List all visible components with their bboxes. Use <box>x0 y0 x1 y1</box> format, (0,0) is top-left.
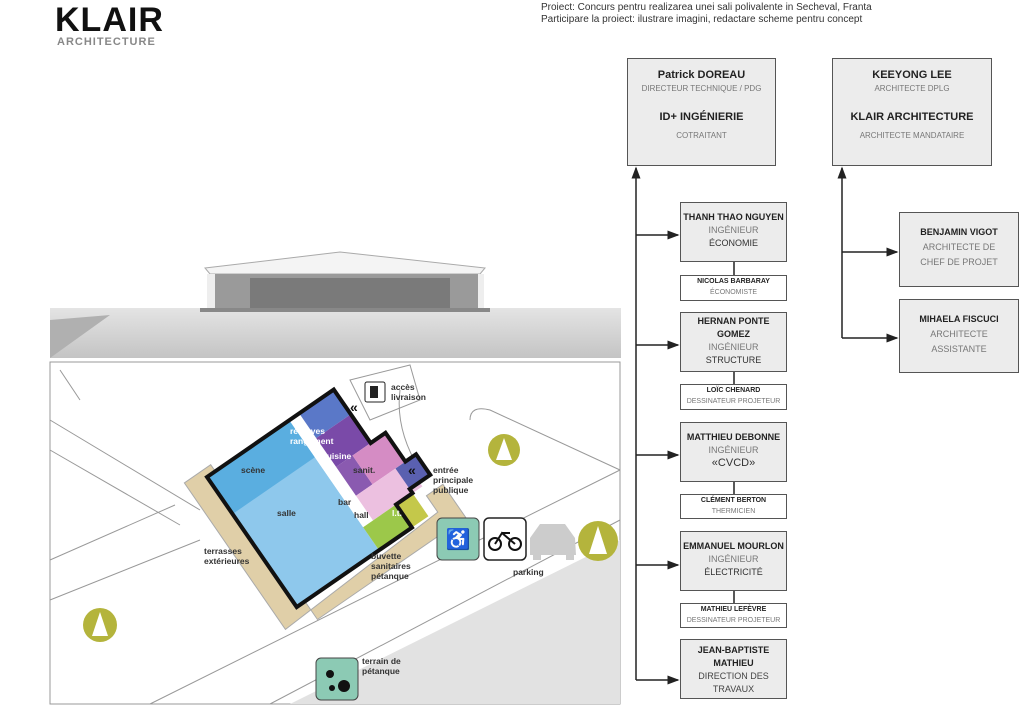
name: MIHAELA FISCUCI <box>919 314 999 324</box>
chevron-icon: « <box>350 399 358 415</box>
label-cuisine: cuisine <box>322 451 352 461</box>
svg-text:♿: ♿ <box>446 527 471 551</box>
pavilion-rendering <box>50 251 621 358</box>
label-hall: hall <box>354 510 369 520</box>
l1: INGÉNIEUR <box>708 445 759 455</box>
chevron-icon: « <box>408 462 416 478</box>
sub-name: LOÏC CHENARD <box>706 387 761 394</box>
l1: ARCHITECTE DE <box>922 242 996 252</box>
project-line1: Proiect: Concurs pentru realizarea unei … <box>541 2 872 13</box>
label-entree: entrée principale publique <box>433 465 474 495</box>
name: JEAN-BAPTISTE MATHIEU <box>697 645 770 668</box>
role: ARCHITECTE DPLG <box>874 84 950 93</box>
label-acces: accès livraison <box>391 382 426 402</box>
l1: INGÉNIEUR <box>708 554 759 564</box>
l2: CHEF DE PROJET <box>920 257 998 267</box>
org-box-keeyong-lee: KEEYONG LEE ARCHITECTE DPLG KLAIR ARCHITE… <box>832 58 992 166</box>
l2: STRUCTURE <box>705 355 762 365</box>
org-box-mihaela-fiscuci: MIHAELA FISCUCI ARCHITECTE ASSISTANTE <box>899 299 1019 373</box>
l1: DIRECTION DES TRAVAUX <box>698 671 769 694</box>
l2: ASSISTANTE <box>931 344 987 354</box>
org-box-sub: LOÏC CHENARD DESSINATEUR PROJETEUR <box>680 384 787 410</box>
l2: ÉCONOMIE <box>708 238 758 248</box>
l1: INGÉNIEUR <box>708 225 759 235</box>
sub-role: DESSINATEUR PROJETEUR <box>686 617 781 624</box>
name: THANH THAO NGUYEN <box>683 212 784 222</box>
company-role: COTRAITANT <box>676 131 727 140</box>
car-icon <box>530 524 576 560</box>
label-buvette: buvette sanitaires pétanque <box>371 551 411 581</box>
l2: ÉLECTRICITÉ <box>704 567 763 577</box>
sub-name: CLÉMENT BERTON <box>700 497 767 504</box>
org-box-member: EMMANUEL MOURLON INGÉNIEUR ÉLECTRICITÉ <box>680 531 787 591</box>
l1: INGÉNIEUR <box>708 342 759 352</box>
org-box-member: HERNAN PONTE GOMEZ INGÉNIEUR STRUCTURE <box>680 312 787 372</box>
name: MATTHIEU DEBONNE <box>686 432 781 442</box>
site-plan: ♿ « « <box>49 361 621 705</box>
org-box-member: JEAN-BAPTISTE MATHIEU DIRECTION DES TRAVA… <box>680 639 787 699</box>
logo-name: KLAIR <box>55 1 164 39</box>
org-box-sub: NICOLAS BARBARAY ÉCONOMISTE <box>680 275 787 301</box>
logo-sub: ARCHITECTURE <box>57 36 156 48</box>
label-lt: l.t. <box>392 508 402 518</box>
l1: ARCHITECTE <box>930 329 988 339</box>
org-box-member: THANH THAO NGUYEN INGÉNIEUR ÉCONOMIE <box>680 202 787 262</box>
name: BENJAMIN VIGOT <box>920 227 998 237</box>
company: KLAIR ARCHITECTURE <box>850 111 974 123</box>
label-salle: salle <box>277 508 296 518</box>
sub-name: NICOLAS BARBARAY <box>697 278 770 285</box>
label-sanit: sanit. <box>353 465 376 475</box>
sub-role: DESSINATEUR PROJETEUR <box>686 398 781 405</box>
sub-name: MATHIEU LEFÈVRE <box>700 606 767 613</box>
company: ID+ INGÉNIERIE <box>659 111 744 123</box>
tree-icon <box>83 608 117 642</box>
sub-role: THERMICIEN <box>711 508 756 515</box>
name: KEEYONG LEE <box>872 69 952 81</box>
project-line2: Participare la proiect: ilustrare imagin… <box>541 14 863 25</box>
label-bar: bar <box>338 497 352 507</box>
l2: «CVCD» <box>711 457 756 469</box>
org-box-sub: MATHIEU LEFÈVRE DESSINATEUR PROJETEUR <box>680 603 787 628</box>
org-box-benjamin-vigot: BENJAMIN VIGOT ARCHITECTE DE CHEF DE PROJE… <box>899 212 1019 287</box>
label-scene: scène <box>241 465 266 475</box>
tree-icon <box>488 434 520 466</box>
delivery-icon <box>364 381 386 403</box>
label-parking: parking <box>513 567 544 577</box>
org-box-sub: CLÉMENT BERTON THERMICIEN <box>680 494 787 519</box>
role: DIRECTEUR TECHNIQUE / PDG <box>641 84 762 93</box>
petanque-icon <box>315 657 359 701</box>
label-reserves: réserves rangement <box>290 426 334 446</box>
sub-role: ÉCONOMISTE <box>709 289 758 296</box>
project-info: Proiect: Concurs pentru realizarea unei … <box>541 2 872 26</box>
org-box-member: MATTHIEU DEBONNE INGÉNIEUR «CVCD» <box>680 422 787 482</box>
label-terrasses: terrasses extérieures <box>204 546 250 566</box>
label-petanque: terrain de pétanque <box>362 656 401 676</box>
name: Patrick DOREAU <box>657 69 746 81</box>
name: HERNAN PONTE GOMEZ <box>697 316 770 339</box>
tree-icon <box>578 521 618 561</box>
logo: KLAIR ARCHITECTURE <box>55 1 164 48</box>
bicycle-icon <box>483 517 527 561</box>
pedestrian-accessible-icon: ♿ <box>436 517 480 561</box>
company-role: ARCHITECTE MANDATAIRE <box>859 131 965 140</box>
name: EMMANUEL MOURLON <box>683 541 784 551</box>
